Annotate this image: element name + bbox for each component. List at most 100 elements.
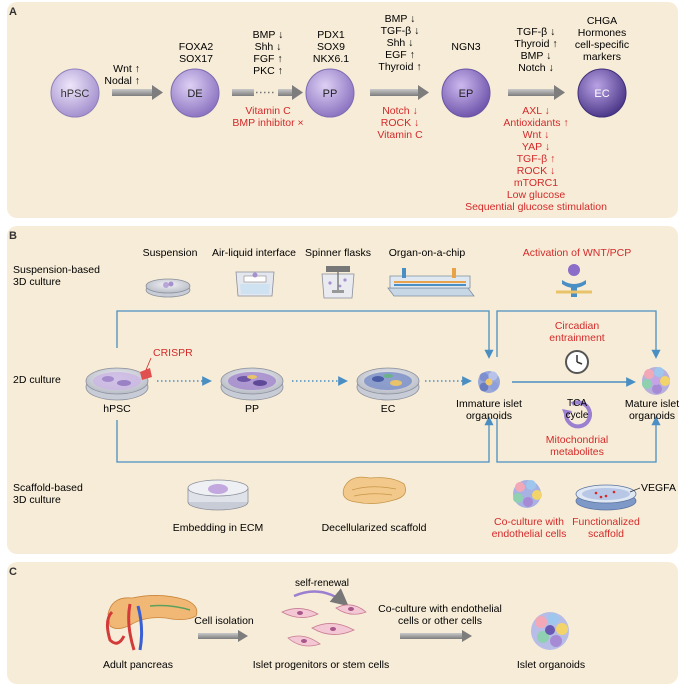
signal-vitamin-c-1: Vitamin C [245,105,291,117]
method-air-liquid: Air-liquid interface [212,247,296,259]
arrow-de-pp [232,85,303,100]
signal-bmp-inhibitor: BMP inhibitor × [232,117,303,129]
arrow-isolation [198,630,248,642]
tca-label-1: TCA [567,398,587,409]
signal-bmp-3: BMP ↓ [521,50,552,62]
panel-a-letter: A [9,6,17,18]
signal-shh-1: Shh ↓ [255,41,282,53]
suspension-label-1: Suspension-based [13,264,100,276]
vegfa-label: VEGFA [641,482,676,494]
functionalized-label-1: Functionalized [572,516,640,528]
node-de-label: DE [187,88,202,100]
mature-label-2: organoids [629,410,675,422]
tca-cycle-icon [562,400,592,429]
pp-marker-nkx61: NKX6.1 [313,53,349,65]
signal-tgfb-3: TGF-β ↑ [517,153,556,165]
mito-label-2: metabolites [550,446,604,458]
coculture-label-2: endothelial cells [492,528,567,540]
immature-organoid-icon [478,371,500,393]
progenitor-cells-icon [281,604,367,647]
arrow-coculture [400,630,472,642]
node-hpsc [50,68,100,118]
signal-nodal: Nodal ↑ [104,75,140,87]
crispr-label: CRISPR [153,347,193,359]
receptor-icon [556,264,592,297]
signal-pkc: PKC ↑ [253,65,283,77]
ecm-embedding-icon [187,479,249,511]
ec-marker-cell-specific: cell-specific [575,39,629,51]
arrow-hpsc-de [112,85,163,100]
signal-bmp-1: BMP ↓ [253,29,284,41]
signal-shh-2: Shh ↓ [387,37,414,49]
decellularized-label: Decellularized scaffold [322,522,427,534]
signal-axl: AXL ↓ [522,105,550,117]
tca-label-2: cycle [566,410,589,421]
mature-organoid-icon [642,367,670,395]
signal-notch-1: Notch ↓ [382,105,418,117]
functionalized-scaffold-icon [575,484,637,511]
dish-pp-label: PP [245,403,259,415]
signal-yap: YAP ↓ [522,141,550,153]
dish-hpsc-label: hPSC [103,403,131,415]
dish-pp [220,367,284,401]
self-renewal-label: self-renewal [295,578,349,589]
scaffold-label-1: Scaffold-based [13,482,83,494]
node-hpsc-label: hPSC [61,88,90,100]
ep-marker-ngn3: NGN3 [451,41,480,53]
panel-c-diagram: Adult pancreas Cell isolation self-renew… [103,578,585,671]
functionalized-label-2: scaffold [588,528,624,540]
cell-isolation-label: Cell isolation [194,615,254,627]
arrow-ep-ec [508,85,565,100]
embedding-ecm-label: Embedding in ECM [173,522,263,534]
immature-label-1: Immature islet [456,398,522,410]
flow-lines [116,310,661,463]
coculture-organoid-icon [513,480,542,508]
self-renewal-arrow [293,588,349,607]
dish-ec [356,367,420,401]
signal-rock-2: ROCK ↓ [517,165,556,177]
islet-organoids-label: Islet organoids [517,659,585,671]
dish-ec-label: EC [381,403,396,415]
immature-label-2: organoids [466,410,512,422]
culture-2d-label: 2D culture [13,374,61,386]
signal-rock-1: ROCK ↓ [381,117,420,129]
signal-low-glucose: Low glucose [507,189,566,201]
signal-bmp-2: BMP ↓ [385,13,416,25]
circadian-label-2: entrainment [549,332,605,344]
dish-hpsc [85,367,152,401]
ec-marker-chga: CHGA [587,15,617,27]
ec-marker-markers: markers [583,51,621,63]
ec-marker-hormones: Hormones [578,27,626,39]
panel-b-diagram: Suspension-based 3D culture 2D culture S… [13,247,679,540]
pp-marker-pdx1: PDX1 [317,29,345,41]
pp-marker-sox9: SOX9 [317,41,345,53]
method-organ-chip: Organ-on-a-chip [389,247,466,259]
method-suspension: Suspension [143,247,198,259]
suspension-dish-icon [145,278,191,298]
signal-antioxidants: Antioxidants ↑ [503,117,568,129]
signal-thyroid-1: Thyroid ↑ [378,61,421,73]
node-pp-label: PP [323,88,338,100]
organ-chip-icon [387,268,475,297]
signal-vitamin-c-2: Vitamin C [377,129,423,141]
signal-wnt-2: Wnt ↓ [523,129,550,141]
wnt-pcp-label: Activation of WNT/PCP [523,247,632,259]
node-ep [441,68,491,118]
progenitors-label: Islet progenitors or stem cells [253,659,390,671]
vegfa-pointer [629,487,641,493]
coculture-c-label-2: cells or other cells [398,615,482,627]
signal-egf: EGF ↑ [385,49,415,61]
panel-b-letter: B [9,230,17,242]
panel-c-letter: C [9,566,17,578]
method-spinner: Spinner flasks [305,247,371,259]
node-ep-label: EP [459,88,474,100]
arrow-pp-ep [370,85,429,100]
decellularized-scaffold-icon [342,476,407,504]
panel-a-diagram: hPSC DE PP EP EC Wnt ↑ Nodal ↑ FOXA2 SOX… [50,13,629,213]
suspension-label-2: 3D culture [13,276,61,288]
node-de [170,68,220,118]
pancreas-icon [105,595,198,651]
coculture-c-label-1: Co-culture with endothelial [378,603,502,615]
node-ec-label: EC [594,88,609,100]
